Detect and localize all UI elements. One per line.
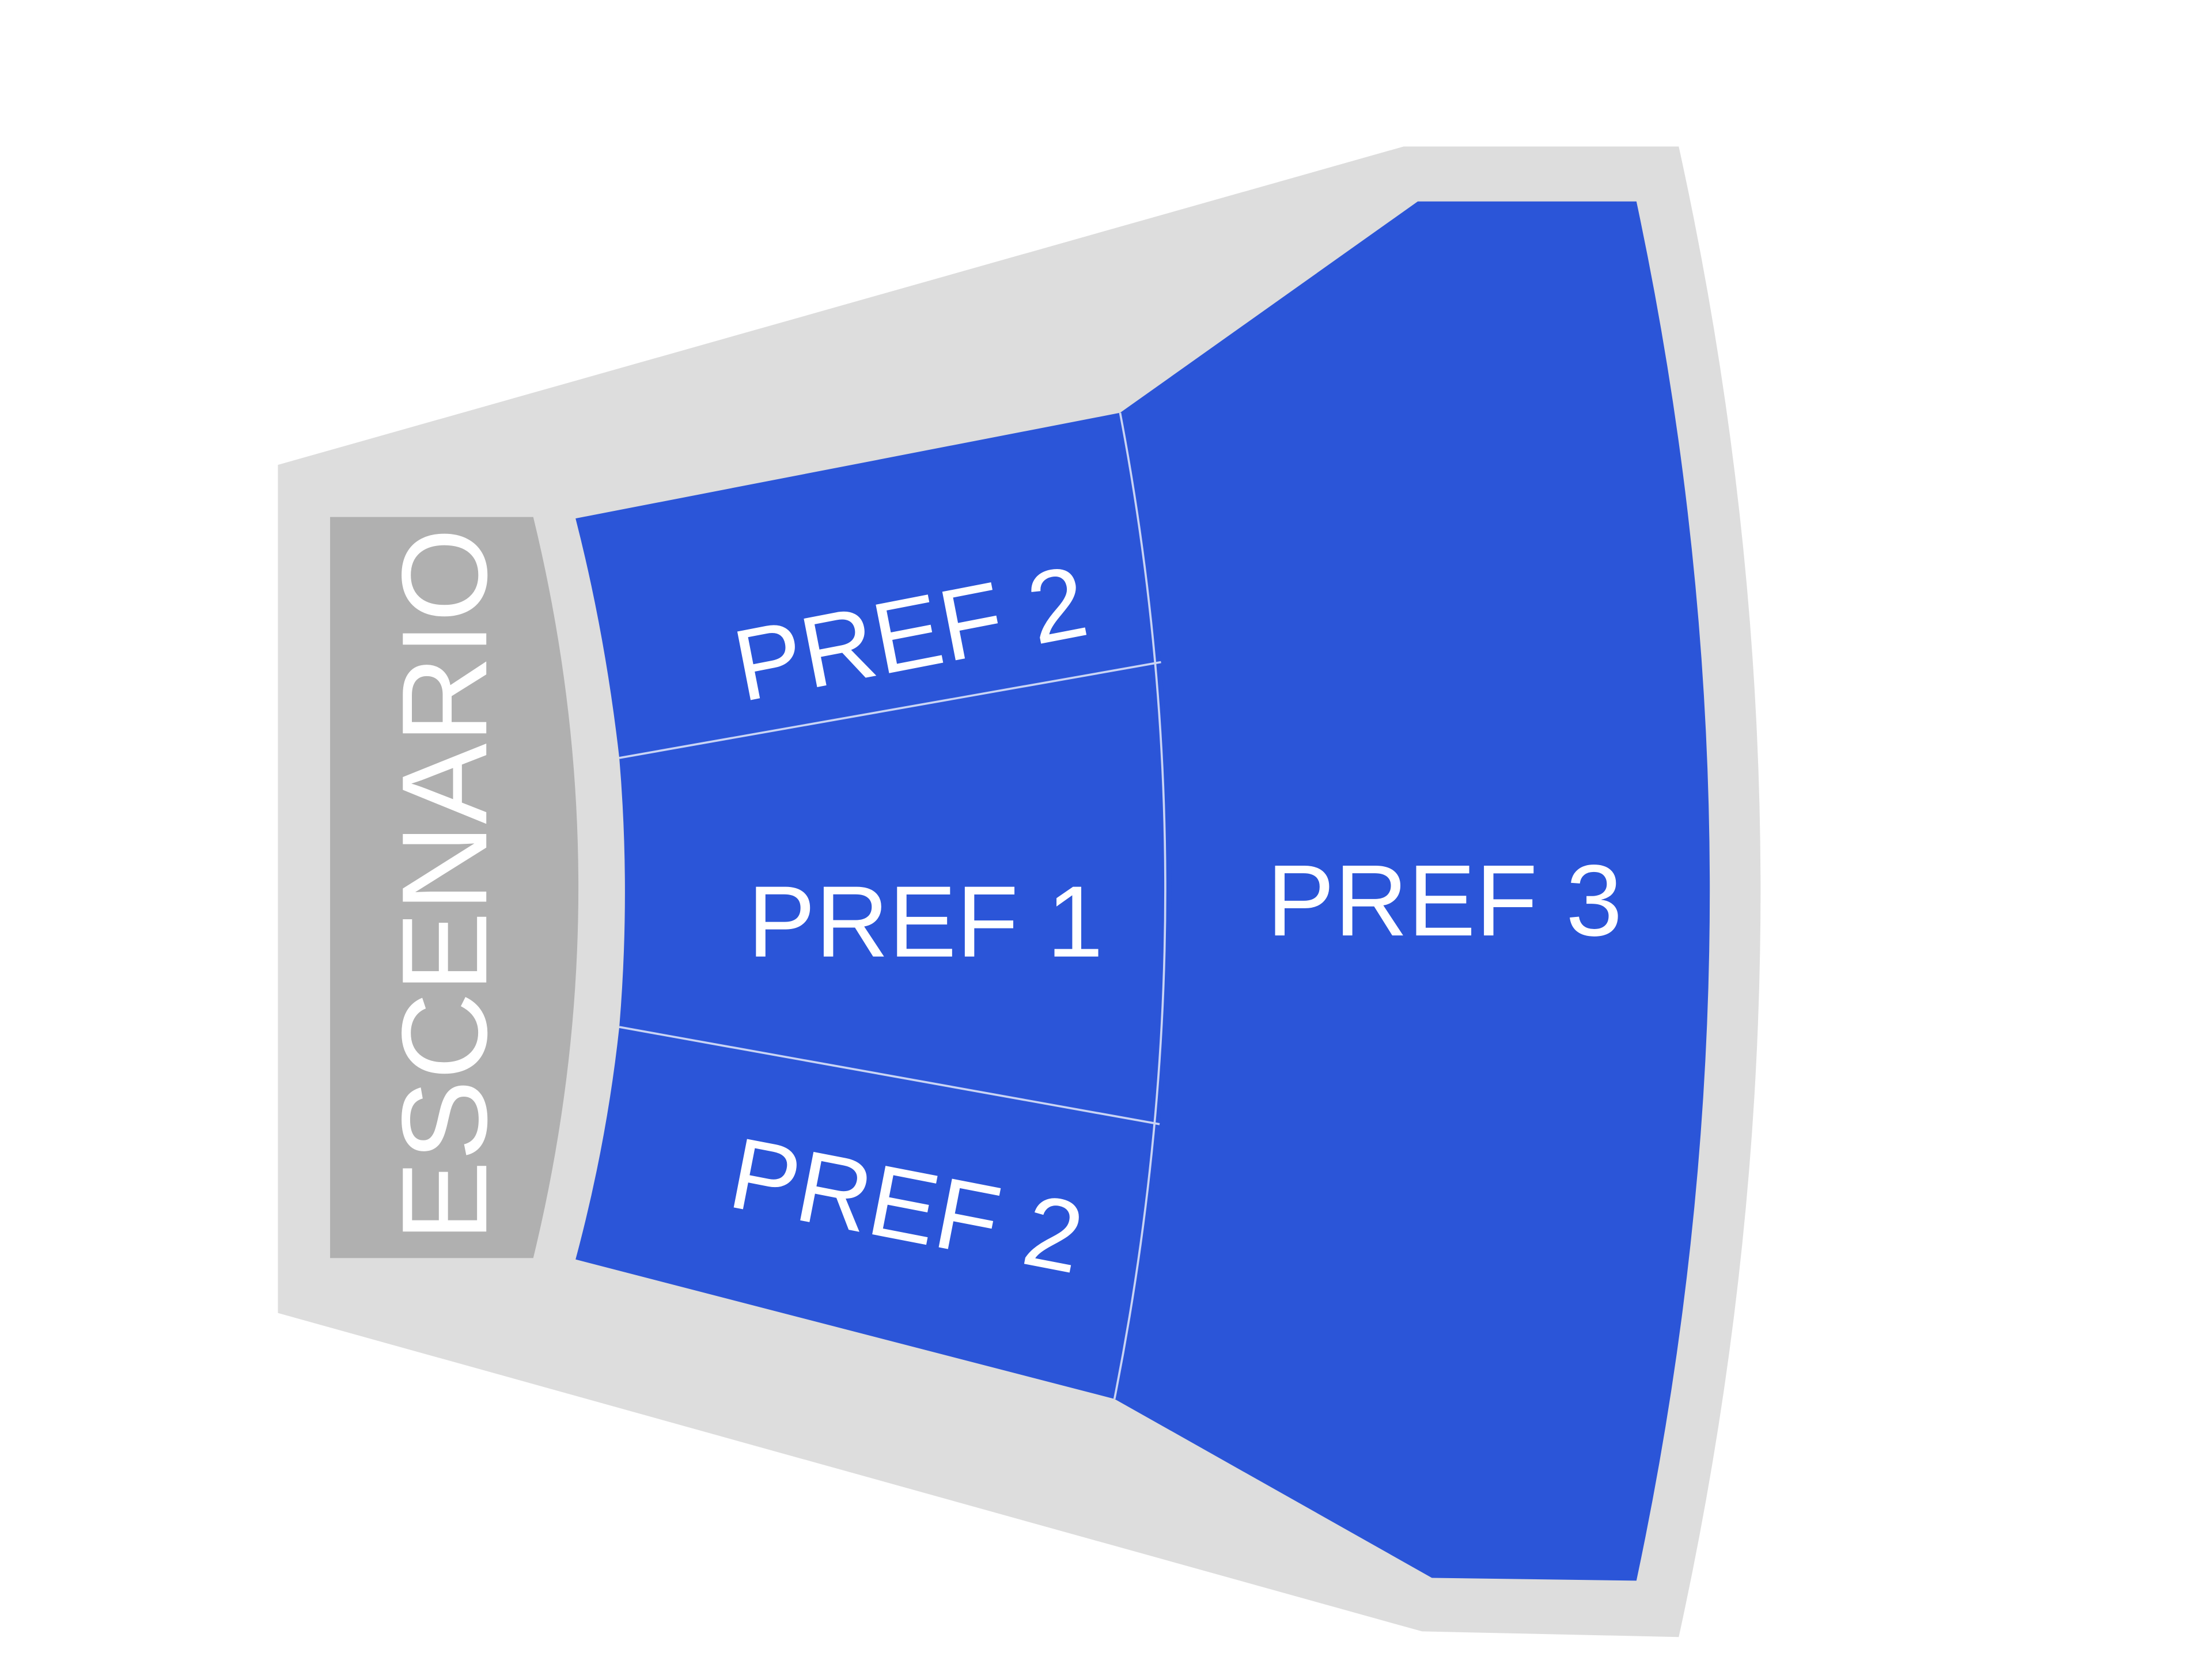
section-pref-3[interactable]: PREF 3 [1114,201,1710,1581]
section-pref-2-bottom[interactable]: PREF 2 [575,1027,1160,1399]
divider-pref2-top-pref1 [619,661,1161,759]
section-pref-2-top[interactable]: PREF 2 [575,412,1161,758]
section-pref-3-label: PREF 3 [1267,844,1622,957]
section-pref-2-top-shape[interactable] [575,412,1161,758]
stage-shape [330,517,579,1258]
section-pref-1-shape[interactable] [619,662,1172,1124]
divider-front-pref3 [1113,412,1166,1400]
stage-label: ESCENARIO [376,528,512,1242]
section-pref-1[interactable]: PREF 1 [619,662,1172,1124]
divider-pref1-pref2-bottom [619,1026,1160,1125]
section-pref-3-shape[interactable] [1114,201,1710,1581]
section-pref-2-bottom-shape[interactable] [575,1027,1160,1399]
stage: ESCENARIO [330,517,579,1258]
section-dividers [619,412,1166,1400]
section-pref-1-label: PREF 1 [748,865,1103,979]
